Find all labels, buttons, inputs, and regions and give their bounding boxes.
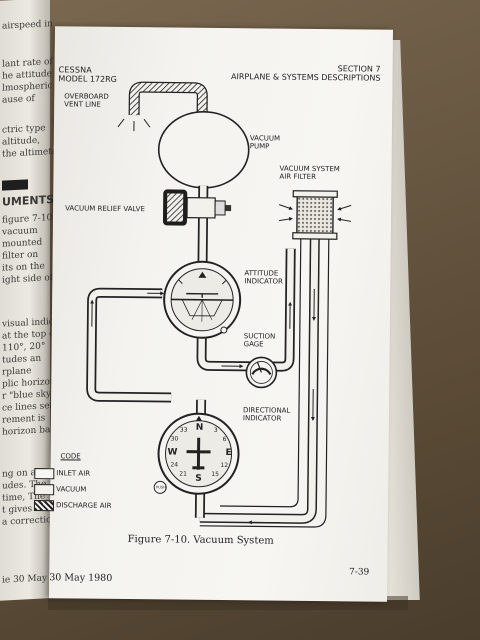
facing-line: rement is (2, 413, 46, 426)
compass-mark-15: 15 (211, 470, 219, 478)
legend-label-vacuum: VACUUM (56, 485, 87, 494)
compass-mark-33: 33 (179, 426, 188, 434)
facing-line: 110°, 20° (2, 341, 46, 354)
facing-line: plic horizon (2, 376, 56, 390)
compass-mark-12: 12 (220, 462, 229, 470)
legend-label-inlet: INLET AIR (56, 469, 91, 478)
facing-black-box (2, 179, 28, 191)
facing-line: vacuum (2, 225, 38, 238)
legend-swatch-discharge (33, 500, 55, 512)
vacuum-system-diagram (86, 81, 352, 528)
facing-line: ctric type (2, 123, 46, 136)
manual-page: CESSNA MODEL 172RG SECTION 7 AIRPLANE & … (33, 26, 393, 602)
facing-line: filter on (2, 249, 39, 262)
directional-indicator-gauge (153, 412, 240, 495)
footer-page-number: 7-39 (349, 567, 370, 578)
facing-line: its on the (2, 261, 45, 274)
compass-mark-6: 6 (222, 436, 227, 444)
legend-title: CODE (60, 452, 81, 461)
compass-mark-e: E (225, 448, 232, 459)
facing-line: t gives (2, 504, 33, 516)
label-push-knob: PUSH (156, 485, 166, 490)
compass-mark-s: S (195, 473, 202, 484)
facing-line: at the top of (2, 328, 58, 342)
figure-caption: Figure 7-10. Vacuum System (127, 534, 274, 547)
facing-line: tudes an (2, 353, 42, 366)
label-air-filter: VACUUM SYSTEM AIR FILTER (279, 164, 340, 182)
compass-mark-3: 3 (213, 426, 218, 434)
compass-mark-24: 24 (170, 461, 179, 469)
vacuum-relief-valve (162, 189, 232, 226)
facing-line: airspeed in (2, 19, 53, 32)
facing-line: horizon bar (2, 424, 55, 438)
facing-heading: UMENTS (2, 192, 55, 209)
label-vacuum-pump: VACUUM PUMP (249, 134, 281, 151)
facing-line: rplane (2, 366, 32, 378)
facing-line: the altimeter (2, 146, 62, 160)
facing-line: he attitude (2, 69, 52, 82)
facing-line: figure 7-10 (2, 213, 53, 226)
compass-mark-n: N (195, 422, 204, 433)
legend-swatch-inlet (34, 468, 55, 480)
facing-line: ause of (2, 93, 35, 106)
facing-line: visual indic (2, 316, 54, 330)
facing-line: mounted (2, 237, 43, 250)
label-attitude-indicator: ATTITUDE INDICATOR (244, 269, 283, 287)
overboard-vent-line (117, 81, 208, 132)
suction-gage (245, 356, 278, 389)
inlet-air-line (199, 234, 330, 528)
facing-line: ie 30 May (2, 573, 48, 586)
footer-date: 30 May 1980 (49, 572, 113, 584)
facing-page: airspeed in lant rate of he attitude lmo… (0, 0, 63, 602)
facing-line: lant rate of (2, 57, 53, 70)
compass-mark-w: W (167, 447, 178, 458)
compass-mark-21: 21 (179, 470, 187, 478)
compass-mark-30: 30 (170, 435, 179, 443)
label-directional-indicator: DIRECTIONAL INDICATOR (242, 406, 291, 424)
label-relief-valve: VACUUM RELIEF VALVE (65, 204, 145, 214)
facing-line: ce lines sets (2, 400, 58, 414)
attitude-indicator-gauge (163, 260, 242, 339)
legend-swatch-vacuum (34, 484, 55, 496)
vacuum-system-air-filter (278, 190, 352, 240)
label-overboard-vent-line: OVERBOARD VENT LINE (64, 92, 109, 110)
facing-line: r "blue sky" (2, 388, 56, 402)
facing-line: altitude, (2, 135, 41, 148)
vacuum-line-to-gage (196, 248, 296, 372)
facing-line: lmospheric (2, 81, 53, 94)
legend-label-discharge: DISCHARGE AIR (55, 501, 112, 510)
label-suction-gage: SUCTION GAGE (243, 332, 276, 349)
facing-line: ight side of (2, 273, 54, 286)
vacuum-pump-body (157, 111, 250, 189)
vacuum-line-left-loop (86, 287, 172, 403)
